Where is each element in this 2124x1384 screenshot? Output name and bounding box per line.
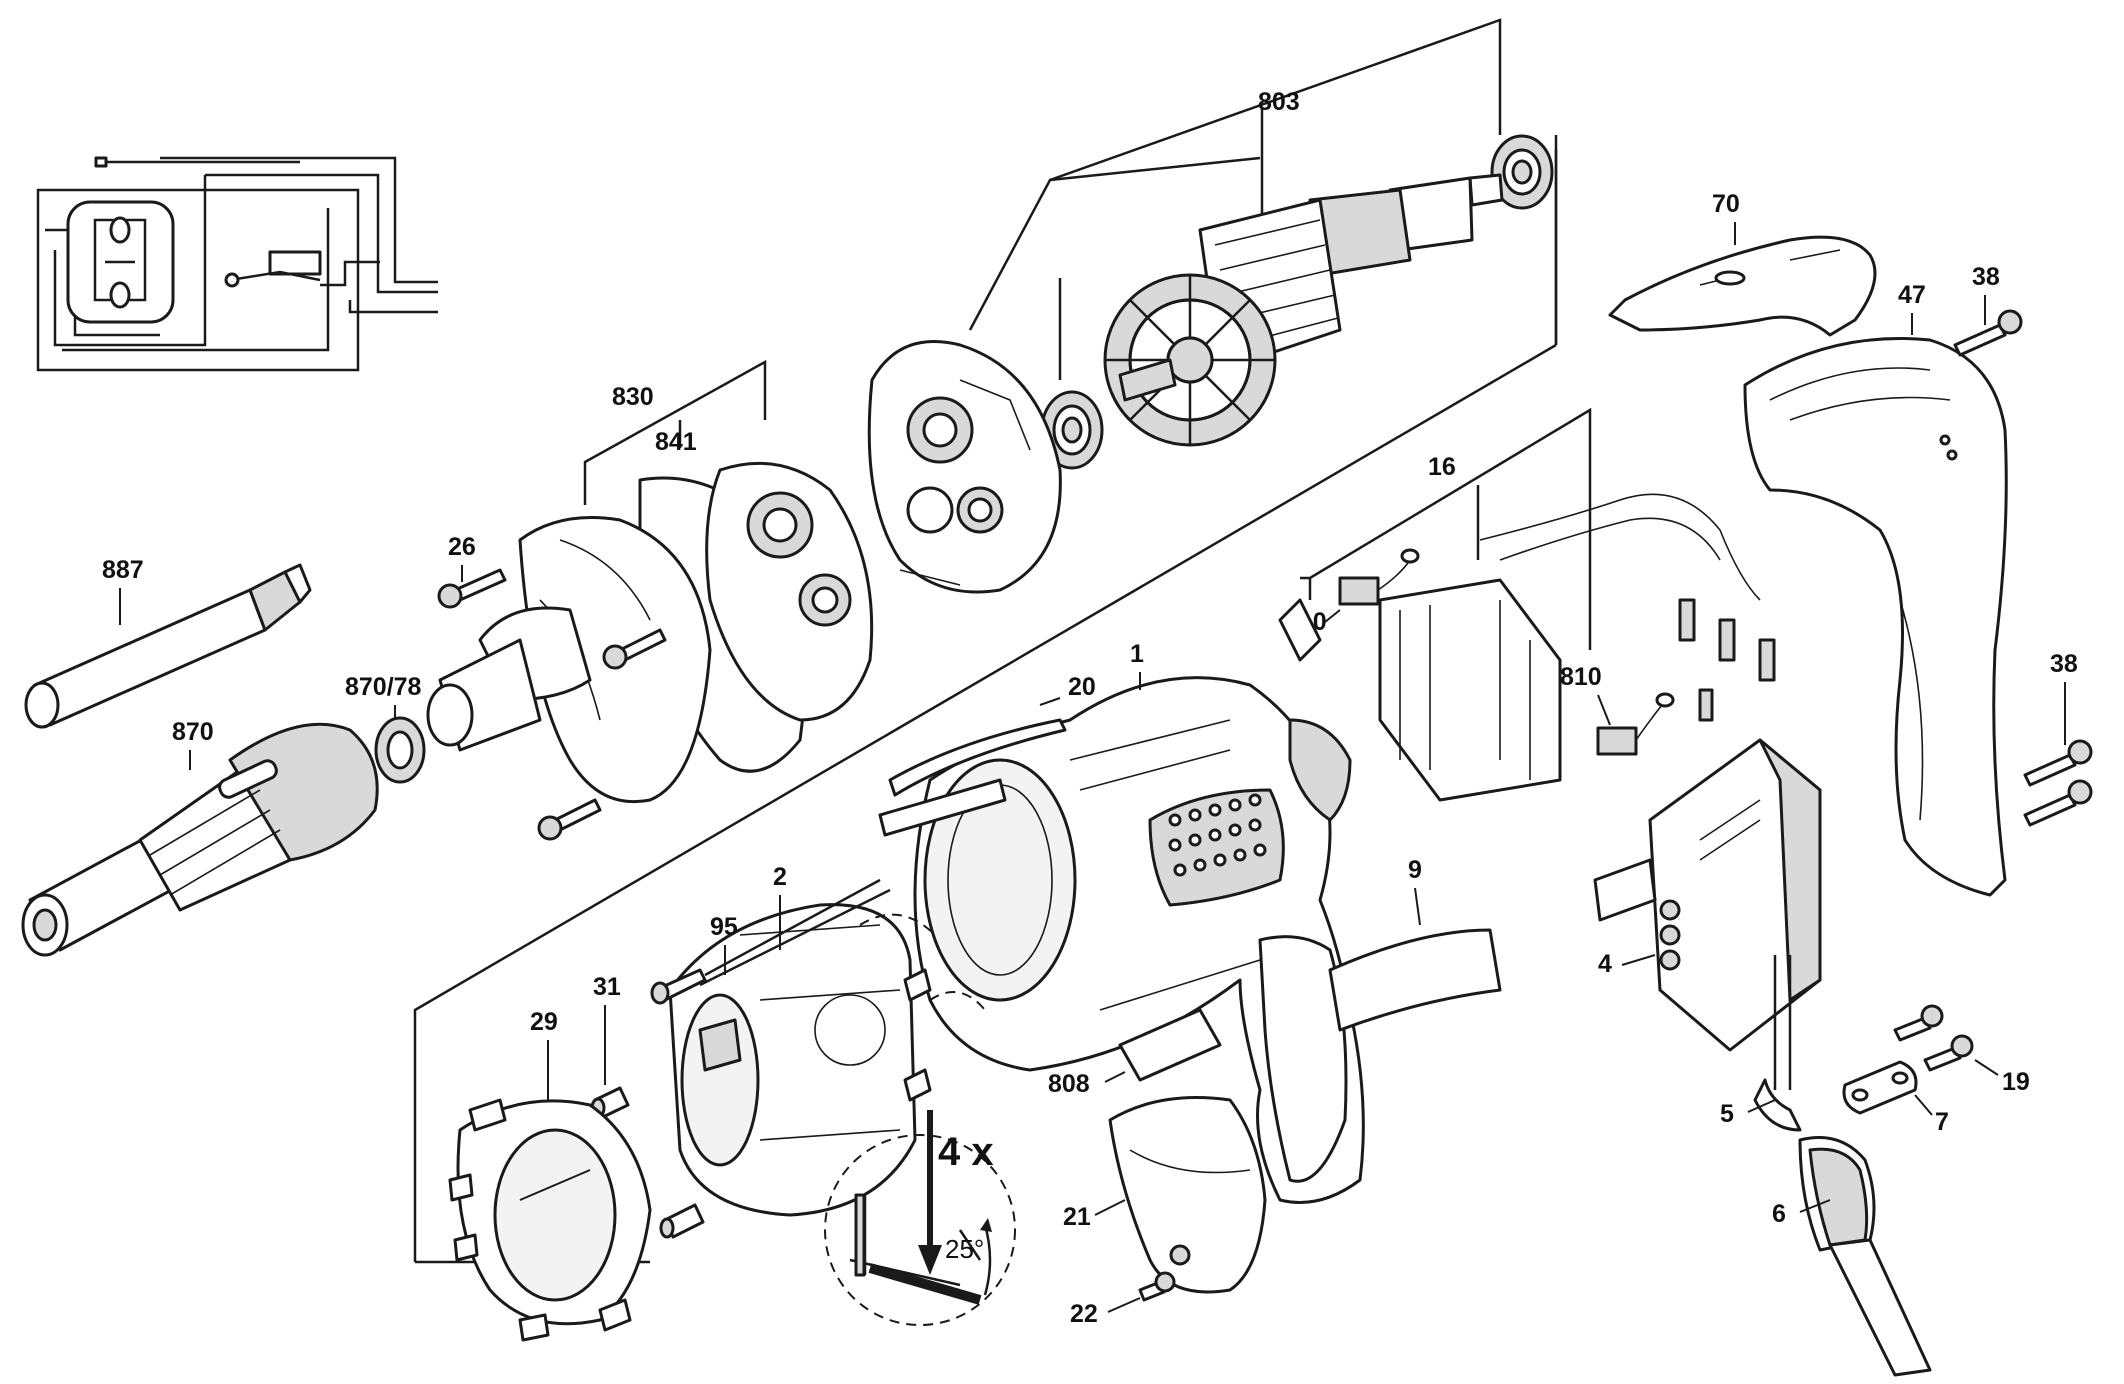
screw-38-mid [2023, 739, 2093, 787]
callout-7: 7 [1935, 1108, 1949, 1136]
label-9 [1328, 928, 1502, 1032]
callout-6: 6 [1772, 1200, 1786, 1228]
bearing-left [1040, 390, 1104, 470]
callout-803: 803 [1258, 88, 1300, 116]
nosepiece [21, 722, 379, 957]
carbon-brush-bottom [1596, 726, 1638, 756]
power-cord [1753, 955, 1932, 1377]
callout-95: 95 [710, 913, 738, 941]
callout-29: 29 [530, 1008, 558, 1036]
callout-870-78: 870/78 [345, 673, 422, 701]
callout-830: 830 [612, 383, 654, 411]
callout-841: 841 [655, 428, 697, 456]
schematic-frame [36, 188, 360, 372]
callout-887: 887 [102, 556, 144, 584]
callout-9: 9 [1408, 856, 1422, 884]
screw-38-top [1953, 309, 2023, 357]
brush-holder-assembly [1300, 407, 1776, 802]
end-ring [448, 1098, 652, 1342]
grip-cover [1608, 235, 1877, 337]
screw-housing [602, 628, 667, 670]
wiring-schematic [36, 156, 438, 372]
callout-2: 2 [773, 863, 787, 891]
screw-38-low [2023, 779, 2093, 827]
screw-22 [1138, 1271, 1176, 1302]
bearing-plate [867, 340, 1062, 594]
angle-detail [824, 1110, 1016, 1326]
callout-21: 21 [1063, 1203, 1091, 1231]
callout-38-side: 38 [2050, 650, 2078, 678]
armature-group [867, 18, 1558, 594]
callout-20: 20 [1068, 673, 1096, 701]
screw-19-b [1923, 1034, 1974, 1072]
switch [1593, 738, 1822, 1052]
callout-19: 19 [2002, 1068, 2030, 1096]
vent-dots [1168, 793, 1267, 877]
callout-26: 26 [448, 533, 476, 561]
callout-5: 5 [1720, 1100, 1734, 1128]
callout-38-top: 38 [1972, 263, 2000, 291]
callout-47: 47 [1898, 281, 1926, 309]
angle-note: 25° [945, 1234, 984, 1264]
depth-locator-ring [374, 716, 426, 784]
callout-810-bottom: 810 [1560, 663, 1602, 691]
callout-70: 70 [1712, 190, 1740, 218]
callout-22: 22 [1070, 1300, 1098, 1328]
handle-half [1743, 336, 2008, 897]
callout-31: 31 [593, 973, 621, 1001]
callout-808: 808 [1048, 1070, 1090, 1098]
callout-4: 4 [1598, 950, 1612, 978]
field-stator [668, 903, 986, 1217]
label-strip [878, 718, 1067, 837]
carbon-brush-top [1338, 576, 1380, 606]
bearing-right [1490, 134, 1554, 210]
motor-housing [913, 598, 1365, 1204]
switch-symbol [268, 250, 322, 276]
cable-clamp [1842, 1060, 1918, 1115]
bit-holder [24, 563, 312, 729]
wire-95 [650, 878, 891, 1005]
gear-housing-group [426, 359, 874, 841]
callout-1: 1 [1130, 640, 1144, 668]
screw-lower [537, 798, 602, 841]
screw-19-a [1893, 1004, 1944, 1042]
label-808 [1118, 1008, 1222, 1082]
quantity-note: 4 x [938, 1130, 994, 1174]
handle-cover [1108, 1096, 1267, 1294]
screw-26 [437, 568, 507, 609]
callout-16: 16 [1428, 453, 1456, 481]
armature [1103, 173, 1504, 447]
callout-870: 870 [172, 718, 214, 746]
